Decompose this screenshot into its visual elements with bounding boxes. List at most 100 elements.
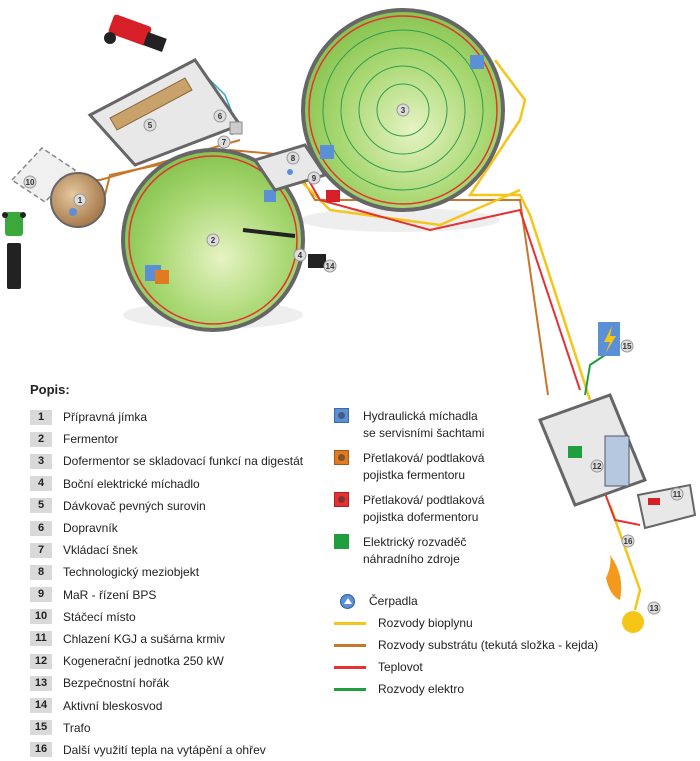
valve-icon: [334, 492, 349, 507]
legend-item: 1 Přípravná jímka: [30, 406, 330, 428]
svg-text:2: 2: [211, 236, 216, 245]
legend-item-number: 8: [30, 564, 52, 580]
svg-text:7: 7: [222, 138, 227, 147]
legend-item: 16 Další využití tepla na vytápění a ohře…: [30, 739, 330, 761]
line-swatch: [334, 687, 366, 691]
legend-title: Popis:: [30, 382, 70, 397]
svg-text:5: 5: [148, 121, 153, 130]
technology-building: 8: [252, 143, 328, 192]
legend-item-number: 13: [30, 675, 52, 691]
legend-item-text: Fermentor: [63, 432, 119, 447]
legend-item-text: Další využití tepla na vytápění a ohřev: [63, 742, 266, 757]
tractor-trailer-icon: [2, 212, 26, 289]
legend-item: 11 Chlazení KGJ a sušárna krmiv: [30, 628, 330, 650]
svg-text:12: 12: [593, 462, 602, 471]
legend-item: 6 Dopravník: [30, 517, 330, 539]
svg-text:6: 6: [218, 112, 223, 121]
svg-text:8: 8: [291, 154, 296, 163]
legend-item-text: Dopravník: [63, 521, 118, 536]
svg-text:3: 3: [401, 106, 406, 115]
legend-line-text: Rozvody bioplynu: [378, 616, 473, 630]
legend-item: 3 Dofermentor se skladovací funkcí na dig…: [30, 450, 330, 472]
svg-text:1: 1: [78, 196, 83, 205]
legend-item-text: Trafo: [63, 720, 91, 735]
safety-flare: 13: [606, 555, 661, 633]
svg-text:15: 15: [623, 342, 632, 351]
svg-text:11: 11: [673, 490, 682, 499]
loading-place: 10: [10, 147, 77, 203]
tractor-icon: [104, 14, 167, 52]
legend-item-number: 11: [30, 631, 52, 647]
legend-item-text: Boční elektrické míchadlo: [63, 476, 200, 491]
svg-text:10: 10: [26, 178, 35, 187]
switchboard-icon: [334, 534, 349, 549]
legend-line-text: Rozvody substrátu (tekutá složka - kejda…: [378, 638, 599, 652]
svg-text:13: 13: [650, 604, 659, 613]
valve-icon: [334, 450, 349, 465]
legend-line: Teplovot: [334, 656, 664, 678]
mixer-icon: [334, 408, 349, 423]
legend-line-text: Teplovot: [378, 660, 423, 674]
post-fermentor-tank: 3: [301, 8, 505, 212]
legend-item: 9 MaR - řízení BPS: [30, 584, 330, 606]
svg-text:14: 14: [326, 262, 335, 271]
legend-list: 1 Přípravná jímka 2 Fermentor 3 Dofermentor s…: [30, 406, 330, 761]
legend-item: 4 Boční elektrické míchadlo: [30, 473, 330, 495]
legend-item-number: 3: [30, 453, 52, 469]
legend-item-text: Kogenerační jednotka 250 kW: [63, 654, 224, 669]
legend-item: 13 Bezpečnostní hořák: [30, 672, 330, 694]
legend-line: Rozvody elektro: [334, 678, 664, 700]
transformer: 15: [598, 322, 634, 356]
line-swatch: [334, 643, 366, 647]
legend-item: 2 Fermentor: [30, 428, 330, 450]
cooling-unit: 11: [636, 483, 697, 530]
legend-item: 7 Vkládací šnek: [30, 539, 330, 561]
legend-pumps: Čerpadla: [334, 590, 664, 612]
legend-item-number: 1: [30, 409, 52, 425]
legend-line: Rozvody bioplynu: [334, 612, 664, 634]
preparation-pit: 1: [50, 172, 106, 228]
line-swatch: [334, 665, 366, 669]
legend-item-number: 7: [30, 542, 52, 558]
electric-line: [584, 354, 606, 396]
legend-item-number: 10: [30, 609, 52, 625]
legend-line: Rozvody substrátu (tekutá složka - kejda…: [334, 634, 664, 656]
biogas-plant-diagram: 10 1 5 6 7 2 4: [2, 8, 697, 633]
legend-item-text: Přípravná jímka: [63, 410, 148, 425]
legend-item: 8 Technologický meziobjekt: [30, 561, 330, 583]
legend-item-text: Bezpečnostní hořák: [63, 676, 170, 691]
legend-item-number: 12: [30, 653, 52, 669]
legend-item-number: 2: [30, 431, 52, 447]
biogas-pipe: [467, 59, 592, 401]
legend-item-number: 14: [30, 698, 52, 714]
legend-item-text: Chlazení KGJ a sušárna krmiv: [63, 631, 226, 646]
legend-item-text: Technologický meziobjekt: [63, 565, 200, 580]
legend-line-text: Rozvody elektro: [378, 682, 465, 696]
legend-item-number: 16: [30, 742, 52, 758]
legend-item-number: 9: [30, 587, 52, 603]
legend-item-number: 5: [30, 498, 52, 514]
legend-item-number: 4: [30, 476, 52, 492]
legend-item: 5 Dávkovač pevných surovin: [30, 495, 330, 517]
chp-unit: 12: [538, 393, 647, 507]
legend-item-number: 6: [30, 520, 52, 536]
legend-item-text: Vkládací šnek: [63, 543, 138, 558]
svg-text:16: 16: [624, 537, 633, 546]
fermentor-tank: 2: [121, 148, 305, 332]
pump-icon: [340, 593, 355, 609]
line-swatch: [334, 621, 366, 625]
legend-item: 12 Kogenerační jednotka 250 kW: [30, 650, 330, 672]
legend-item-text: Dávkovač pevných surovin: [63, 498, 206, 513]
legend-item-text: Stáčecí místo: [63, 609, 136, 624]
legend-item-text: Dofermentor se skladovací funkcí na dige…: [63, 454, 304, 469]
svg-text:4: 4: [298, 251, 303, 260]
svg-text:9: 9: [312, 174, 317, 183]
legend-item-text: MaR - řízení BPS: [63, 587, 157, 602]
